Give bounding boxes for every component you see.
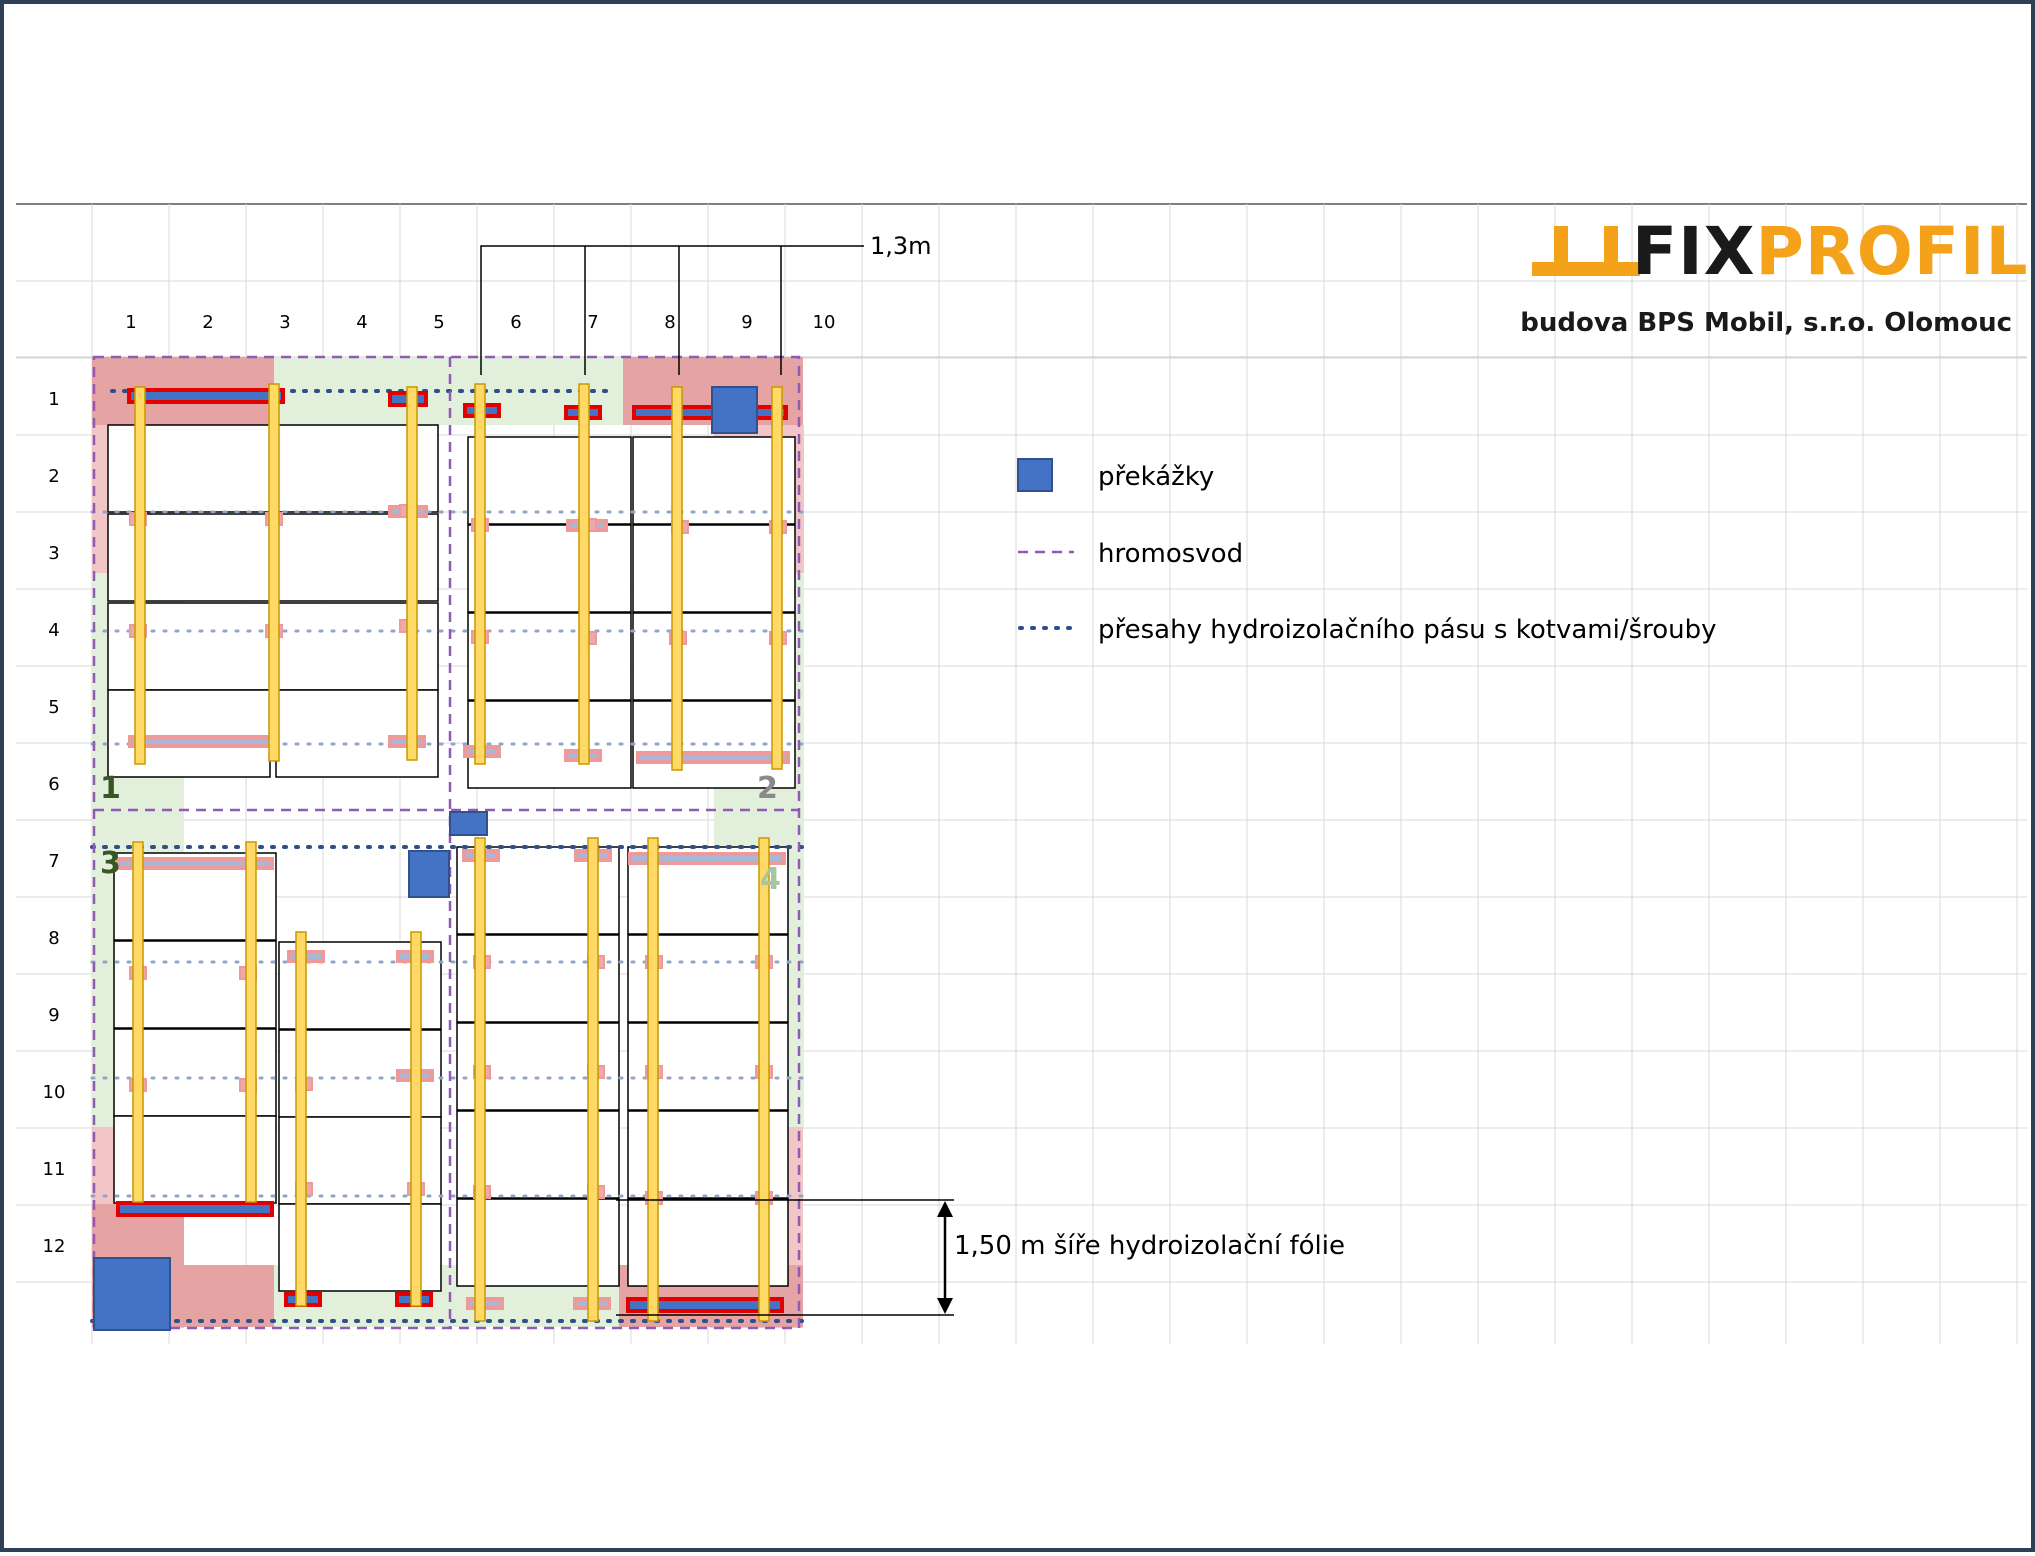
- logo-text-profil: PROFIL: [1756, 213, 2029, 290]
- panel: [632, 436, 796, 525]
- field-number: 2: [757, 771, 778, 806]
- panel: [467, 524, 632, 613]
- legend-label: překážky: [1098, 462, 1214, 492]
- right-dimension-label: 1,50 m šíře hydroizolační fólie: [954, 1231, 1345, 1261]
- anchor-strip: [632, 405, 788, 420]
- panel: [467, 436, 632, 525]
- row-header: 9: [48, 1005, 59, 1026]
- obstacles: [93, 386, 758, 1331]
- obstacle: [93, 1257, 171, 1331]
- panel: [107, 689, 271, 778]
- field-number: 4: [760, 862, 781, 897]
- logo-mark-icon: [1532, 226, 1640, 276]
- batten: [578, 383, 590, 765]
- row-header: 8: [48, 928, 59, 949]
- row-header: 10: [43, 1082, 66, 1103]
- right-dimension: [616, 1199, 954, 1316]
- batten: [406, 386, 418, 761]
- legend: překážky hromosvod přesahy hydroizolační…: [1017, 458, 1717, 645]
- panel: [107, 602, 271, 691]
- obstacle: [711, 386, 758, 434]
- roof-plan-drawing: 1 2 3 4 1,3m 1,50 m šíře hydroizolační f…: [16, 203, 2029, 1344]
- column-header: 10: [813, 312, 836, 333]
- panel: [467, 612, 632, 701]
- column-header: 3: [279, 312, 290, 333]
- batten: [474, 837, 486, 1322]
- building-label: budova BPS Mobil, s.r.o. Olomouc: [1520, 308, 2012, 338]
- column-header: 6: [510, 312, 521, 333]
- batten: [671, 386, 683, 771]
- legend-label: přesahy hydroizolačního pásu s kotvami/š…: [1098, 615, 1717, 645]
- row-header: 7: [48, 851, 59, 872]
- panel: [107, 424, 271, 513]
- row-header: 5: [48, 697, 59, 718]
- batten: [758, 837, 770, 1322]
- panel: [107, 513, 271, 602]
- batten: [474, 383, 486, 765]
- column-header: 7: [587, 312, 598, 333]
- anchor-strip: [116, 1201, 274, 1217]
- row-header: 12: [43, 1236, 66, 1257]
- red-zone: [184, 1265, 274, 1327]
- logo-text-fix: FIX: [1632, 213, 1756, 290]
- lightning-conductor: [92, 355, 801, 1330]
- batten: [587, 837, 599, 1322]
- arrow-down-icon: [937, 1298, 953, 1314]
- top-dimension-label: 1,3m: [870, 232, 932, 260]
- field-numbers: 1 2 3 4: [100, 771, 781, 897]
- batten: [771, 386, 783, 770]
- column-header: 1: [125, 312, 136, 333]
- batten: [647, 837, 659, 1322]
- row-header: 6: [48, 774, 59, 795]
- top-dimension: [480, 245, 864, 375]
- field-number: 3: [100, 846, 121, 881]
- column-header: 9: [741, 312, 752, 333]
- battens: [132, 383, 783, 1322]
- column-header: 2: [202, 312, 213, 333]
- batten: [134, 386, 146, 765]
- panel: [632, 612, 796, 701]
- anchor-strip: [127, 388, 285, 404]
- batten: [245, 841, 257, 1203]
- panel: [632, 700, 796, 789]
- column-headers: 1 2 3 4 5 6 7 8 9 10: [125, 312, 835, 333]
- legend-label: hromosvod: [1098, 539, 1243, 569]
- arrow-up-icon: [937, 1201, 953, 1217]
- column-header: 4: [356, 312, 367, 333]
- batten: [295, 931, 307, 1307]
- column-header: 8: [664, 312, 675, 333]
- fixprofil-logo: FIXPROFIL: [1532, 213, 2029, 290]
- anchor-strip: [626, 1297, 784, 1313]
- field-number: 1: [100, 771, 121, 806]
- row-header: 4: [48, 620, 59, 641]
- batten: [410, 931, 422, 1307]
- panel: [632, 524, 796, 613]
- batten: [132, 841, 144, 1203]
- obstacle: [408, 850, 450, 898]
- column-header: 5: [433, 312, 444, 333]
- batten: [268, 383, 280, 762]
- row-header: 11: [43, 1159, 66, 1180]
- legend-obstacle-swatch: [1017, 458, 1053, 492]
- row-header: 3: [48, 543, 59, 564]
- svg-text:FIXPROFIL: FIXPROFIL: [1632, 213, 2029, 290]
- row-header: 2: [48, 466, 59, 487]
- obstacle: [449, 811, 488, 836]
- row-header: 1: [48, 389, 59, 410]
